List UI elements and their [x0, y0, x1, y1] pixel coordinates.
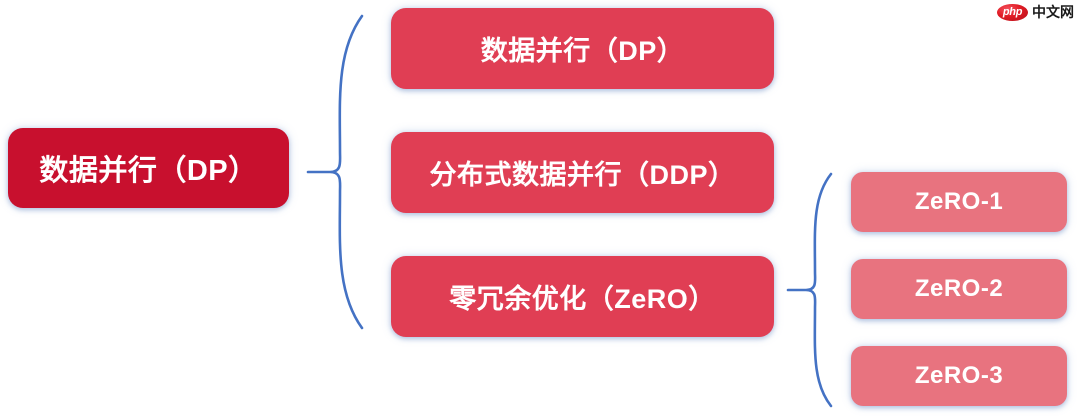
node-leaf-zero-3[interactable]: ZeRO-3 [851, 346, 1067, 406]
node-branch-dp-label: 数据并行（DP） [480, 36, 685, 66]
node-branch-ddp-label: 分布式数据并行（DDP） [429, 160, 736, 190]
node-leaf-zero-3-label: ZeRO-3 [914, 362, 1004, 389]
watermark: php 中文网 [997, 2, 1074, 22]
node-branch-ddp[interactable]: 分布式数据并行（DDP） [391, 132, 774, 213]
watermark-site-label: 中文网 [1032, 3, 1074, 20]
node-branch-zero-label: 零冗余优化（ZeRO） [449, 284, 716, 314]
node-branch-dp[interactable]: 数据并行（DP） [391, 8, 774, 89]
brace-zero-to-leaves-icon [786, 172, 833, 408]
node-root-data-parallel[interactable]: 数据并行（DP） [8, 128, 289, 208]
node-leaf-zero-2-label: ZeRO-2 [914, 275, 1004, 302]
brace-root-to-branches-icon [306, 14, 364, 330]
node-leaf-zero-2[interactable]: ZeRO-2 [851, 259, 1067, 319]
php-logo-icon: php [997, 3, 1028, 21]
node-leaf-zero-1-label: ZeRO-1 [914, 188, 1004, 215]
node-branch-zero[interactable]: 零冗余优化（ZeRO） [391, 256, 774, 337]
node-root-label: 数据并行（DP） [39, 155, 258, 187]
node-leaf-zero-1[interactable]: ZeRO-1 [851, 172, 1067, 232]
